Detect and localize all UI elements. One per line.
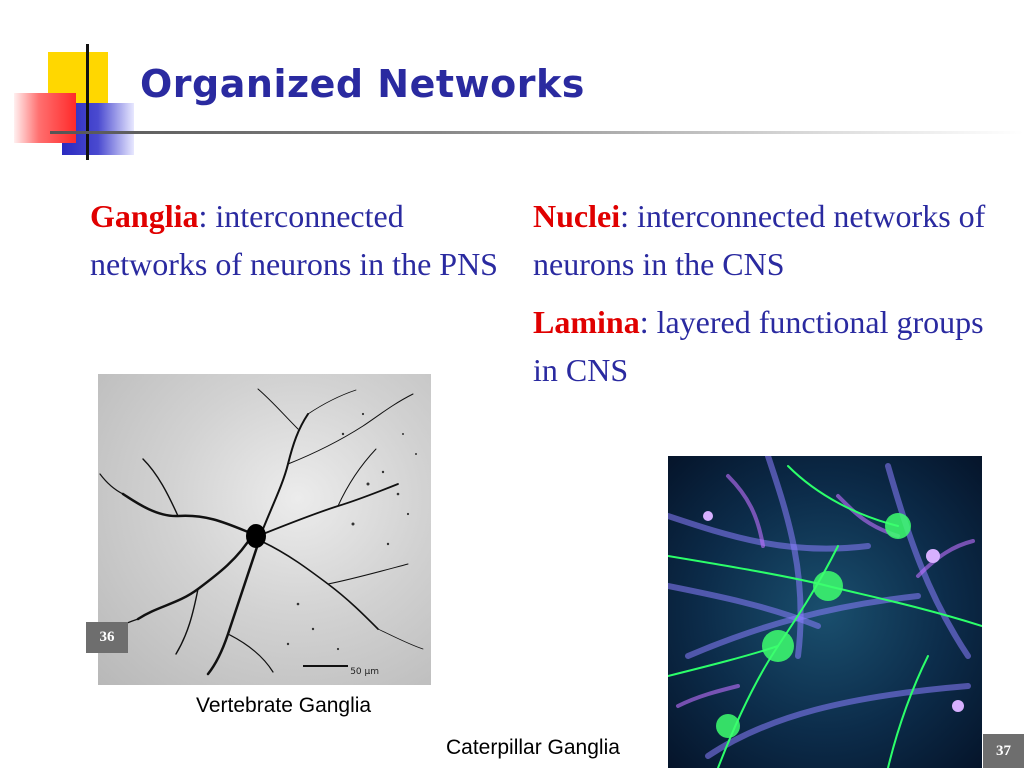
ganglia-definition: Ganglia: interconnected networks of neur…: [90, 192, 500, 288]
neuron-drawing: [99, 388, 424, 676]
slide-number-badge-left: 36: [86, 622, 128, 653]
title-rule: [50, 131, 1024, 134]
right-column: Nuclei: interconnected networks of neuro…: [533, 192, 1003, 394]
caterpillar-ganglia-image: [668, 456, 982, 768]
nuclei-term: Nuclei: [533, 198, 621, 234]
ganglia-term: Ganglia: [90, 198, 199, 234]
nuclei-definition: Nuclei: interconnected networks of neuro…: [533, 192, 1003, 288]
slide-number-badge-right: 37: [983, 734, 1024, 768]
logo-red-square: [14, 93, 76, 143]
fluorescence-drawing: [668, 456, 982, 768]
lamina-definition: Lamina: layered functional groups in CNS: [533, 298, 1003, 394]
logo-vertical-line: [86, 44, 89, 160]
nuclei-text: : interconnected networks of neurons in …: [533, 198, 986, 282]
lamina-term: Lamina: [533, 304, 640, 340]
left-column: Ganglia: interconnected networks of neur…: [90, 192, 500, 288]
ganglia-text: : interconnected networks of neurons in …: [90, 198, 498, 282]
vertebrate-ganglia-image: 50 µm: [98, 374, 431, 685]
slide-title: Organized Networks: [140, 62, 585, 106]
lamina-text: : layered functional groups in CNS: [533, 304, 984, 388]
vertebrate-ganglia-caption: Vertebrate Ganglia: [196, 694, 372, 717]
scale-bar-label: 50 µm: [350, 667, 379, 677]
slide-logo: [0, 0, 150, 165]
caterpillar-ganglia-caption: Caterpillar Ganglia: [446, 736, 620, 759]
